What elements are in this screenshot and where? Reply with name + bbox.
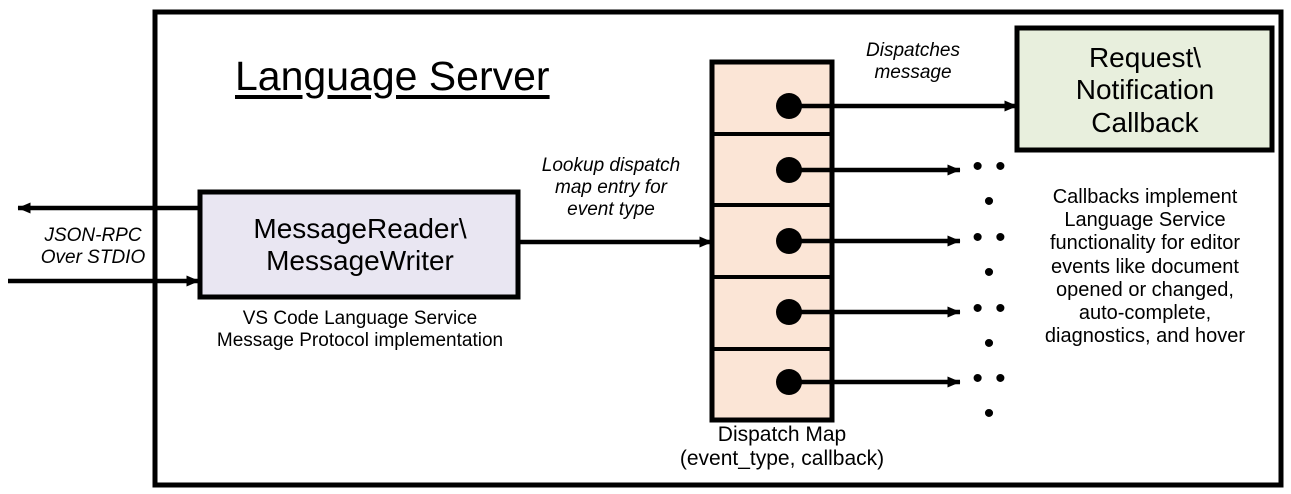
dispatch-map-row-4-ellipsis: • • • (972, 292, 1008, 360)
request-notification-callback-caption: Callbacks implement Language Service fun… (1044, 186, 1246, 348)
lookup-dispatch-edge-label: Lookup dispatch map entry for event type (541, 155, 681, 221)
jsonrpc-channel-label: JSON-RPC Over STDIO (40, 225, 146, 269)
language-server-boundary (152, 9, 1284, 488)
message-reader-writer-caption: VS Code Language Service Message Protoco… (216, 308, 504, 352)
message-reader-writer-box (197, 189, 521, 300)
page-title: Language Server (235, 53, 550, 99)
dispatch-map-row-2-ellipsis: • • • (972, 150, 1008, 218)
dispatches-message-edge-label: Dispatches message (866, 40, 960, 84)
request-notification-callback-label: Request\ Notification Callback (1075, 42, 1215, 138)
request-notification-callback-box (1014, 25, 1275, 153)
dispatch-map-caption: Dispatch Map (event_type, callback) (679, 423, 885, 471)
dispatch-map-row-5-ellipsis: • • • (972, 362, 1008, 430)
dispatch-map-row-3-ellipsis: • • • (972, 221, 1008, 289)
message-reader-writer-label: MessageReader\ MessageWriter (253, 213, 467, 277)
